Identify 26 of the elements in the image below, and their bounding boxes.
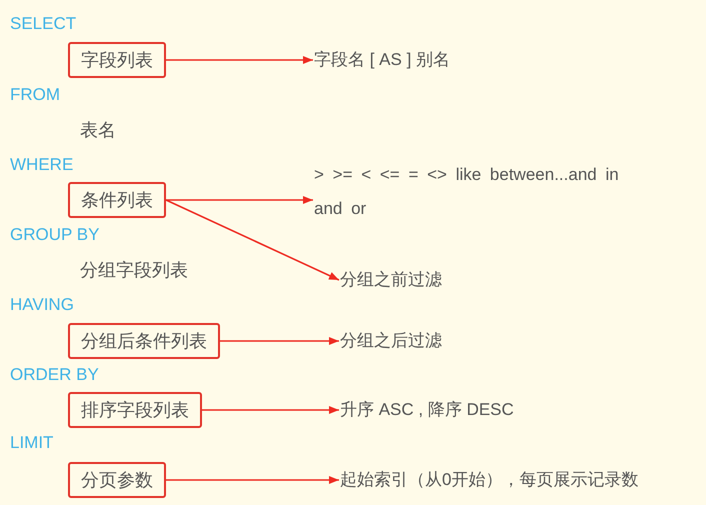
arrow	[166, 56, 313, 64]
term-box: 条件列表	[68, 182, 166, 218]
term-text: 分组字段列表	[80, 259, 188, 281]
description-text: 字段名 [ AS ] 别名	[314, 49, 450, 71]
term-text: 表名	[80, 119, 116, 141]
sql-keyword: HAVING	[10, 295, 74, 315]
description-text: 升序 ASC , 降序 DESC	[340, 399, 514, 421]
arrow	[166, 199, 340, 281]
term-box: 排序字段列表	[68, 392, 202, 428]
term-box: 字段列表	[68, 42, 166, 78]
description-text: > >= < <= = <> like between...and in and or	[314, 158, 638, 226]
arrow	[166, 476, 339, 484]
sql-keyword: SELECT	[10, 14, 76, 34]
description-text: 起始索引（从0开始），每页展示记录数	[340, 469, 638, 491]
sql-keyword: GROUP BY	[10, 225, 100, 245]
description-text: 分组之前过滤	[340, 269, 442, 291]
term-box: 分页参数	[68, 462, 166, 498]
arrow	[166, 196, 313, 204]
description-text: 分组之后过滤	[340, 330, 442, 352]
sql-keyword: LIMIT	[10, 433, 54, 453]
arrow	[220, 337, 339, 345]
sql-keyword: ORDER BY	[10, 365, 99, 385]
term-box: 分组后条件列表	[68, 323, 220, 359]
arrow	[202, 406, 339, 414]
sql-keyword: FROM	[10, 85, 60, 105]
sql-keyword: WHERE	[10, 155, 74, 175]
